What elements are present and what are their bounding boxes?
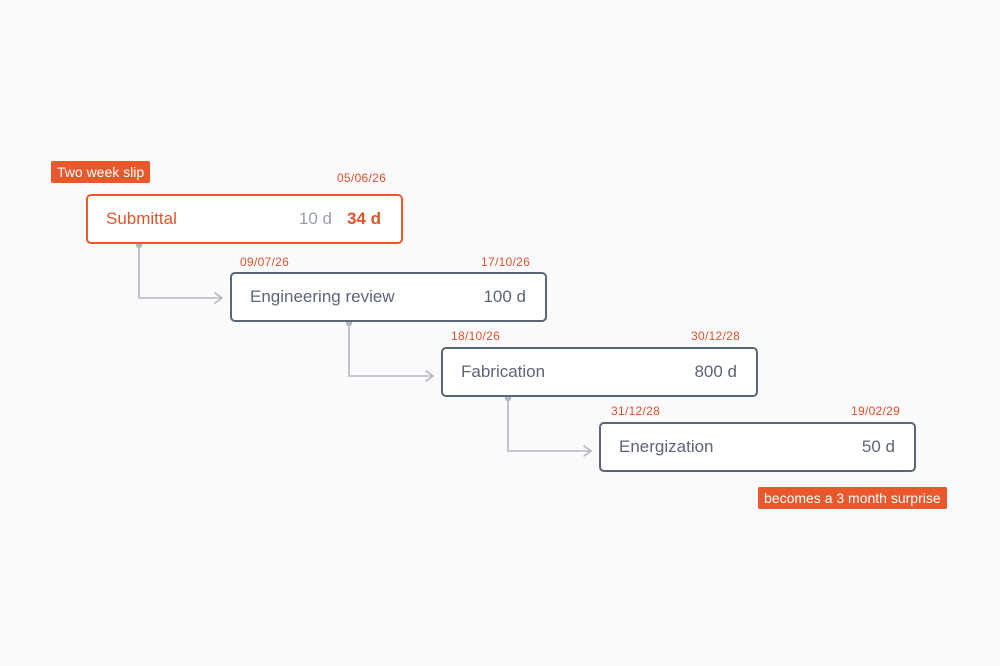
task-end-date: 05/06/26 [337, 171, 387, 185]
task-submittal[interactable]: Submittal 10 d 34 d [86, 194, 403, 244]
task-duration: 800 d [694, 362, 737, 381]
callout-two-week-slip: Two week slip [51, 161, 151, 183]
task-duration: 100 d [483, 287, 526, 306]
connector-submittal-to-engineering [138, 245, 222, 299]
arrowhead-energization [583, 445, 592, 457]
task-name: Submittal [106, 209, 177, 228]
task-start-date: 09/07/26 [240, 255, 290, 269]
task-duration: 50 d [861, 437, 895, 456]
arrowhead-engineering [214, 292, 223, 304]
task-end-date: 19/02/29 [851, 404, 901, 418]
connector-fabrication-to-energization [507, 398, 591, 452]
task-start-date: 18/10/26 [451, 329, 501, 343]
task-start-date: 31/12/28 [611, 404, 661, 418]
task-duration-slipped: 34 d [346, 209, 381, 228]
task-fabrication[interactable]: Fabrication 800 d [441, 347, 758, 397]
task-end-date: 30/12/28 [691, 329, 741, 343]
callout-three-month-surprise: becomes a 3 month surprise [758, 487, 947, 509]
task-name: Engineering review [250, 287, 395, 306]
arrowhead-fabrication [425, 370, 434, 382]
connector-engineering-to-fabrication [348, 323, 433, 377]
task-name: Fabrication [461, 362, 546, 381]
task-end-date: 17/10/26 [481, 255, 531, 269]
task-name: Energization [619, 437, 714, 456]
task-engineering-review[interactable]: Engineering review 100 d [230, 272, 547, 322]
task-duration-original: 10 d [298, 209, 332, 228]
task-energization[interactable]: Energization 50 d [599, 422, 916, 472]
